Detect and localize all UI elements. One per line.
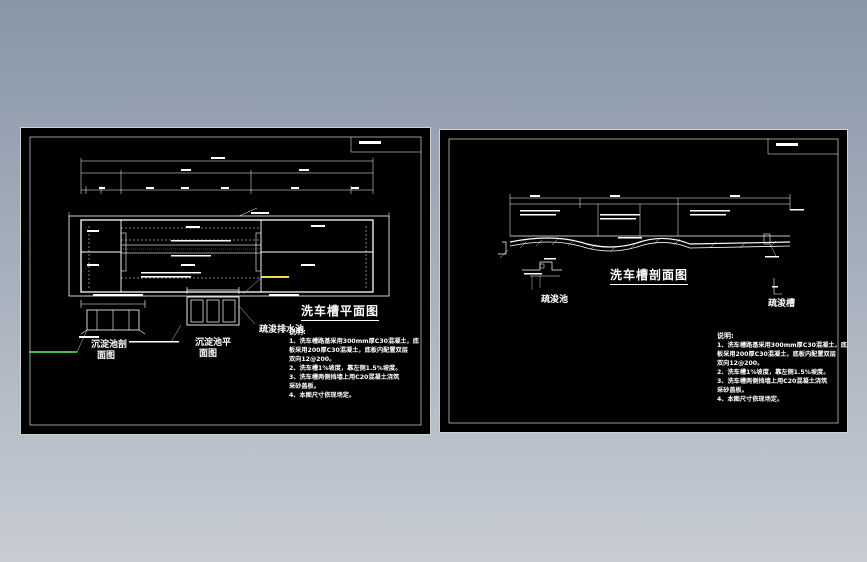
section-drawing [448,138,839,424]
section-left-label: 疏浚池 [541,295,569,305]
right-drawing-sheet[interactable]: 洗车槽剖面图 疏浚池 疏浚槽 说明: 1、洗车槽路基采用300mm厚C30混凝土… [439,129,848,433]
drain-pool-label: 疏浚排水池 [259,325,305,335]
left-drawing-sheet[interactable]: 洗车槽平面图 沉淀池剖 面图 沉淀池平 面图 疏浚排水池 说明: 1、洗车槽路基… [20,127,431,435]
plan-drawing [29,136,422,426]
sediment-plan-title: 沉淀池平 面图 [195,338,232,359]
right-notes: 说明: 1、洗车槽路基采用300mm厚C30混凝土，底 板采用200厚C30混凝… [717,332,847,403]
sediment-section-title: 沉淀池剖 面图 [91,340,128,361]
section-right-label: 疏浚槽 [768,299,796,309]
plan-title: 洗车槽平面图 [301,302,380,321]
section-title: 洗车槽剖面图 [610,266,689,285]
left-notes: 说明: 1、洗车槽路基采用300mm厚C30混凝土，底 板采用200厚C30混凝… [289,328,419,399]
